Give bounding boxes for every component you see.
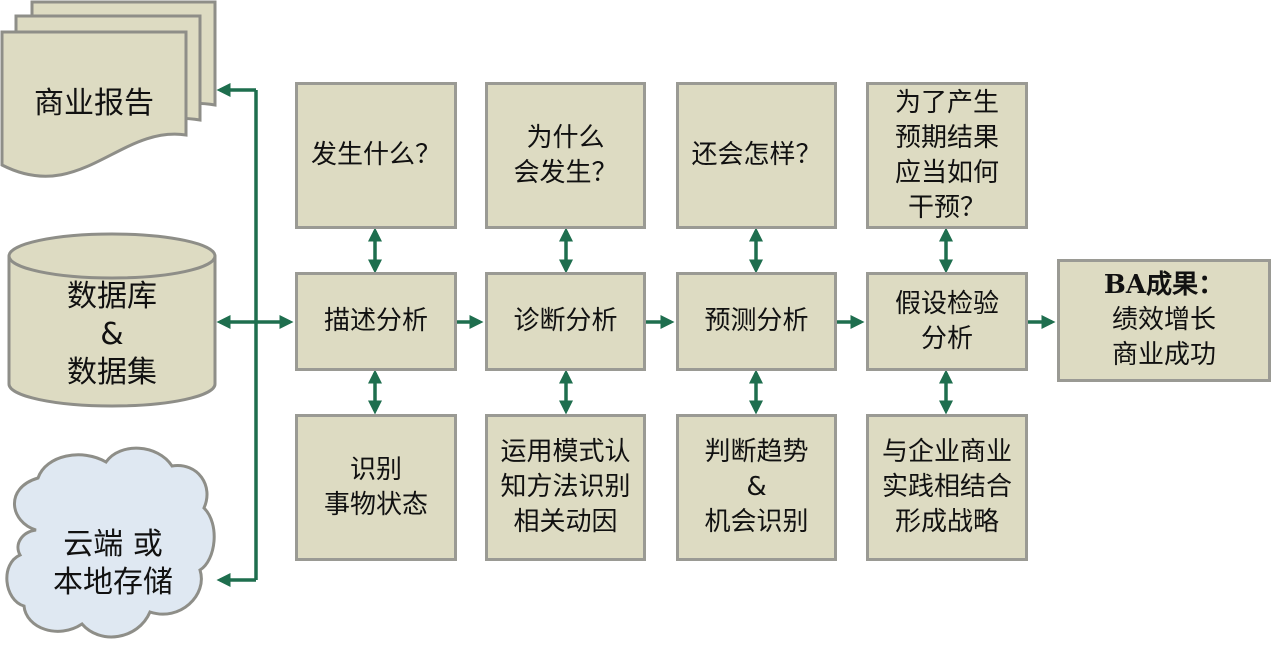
result-identify-drivers: 运用模式认 知方法识别 相关动因 (485, 414, 646, 561)
result-identify-state: 识别 事物状态 (295, 414, 457, 561)
ba-outcome-title: BA成果： (1103, 270, 1225, 300)
question-how-intervene: 为了产生 预期结果 应当如何 干预？ (866, 82, 1028, 229)
question-what-happened: 发生什么？ (295, 82, 457, 229)
question-what-next: 还会怎样？ (676, 82, 837, 229)
ba-outcome-lines: 绩效增长 商业成功 (1111, 305, 1216, 370)
diagnostic-analysis-box: 诊断分析 (485, 272, 646, 371)
business-report-label: 商业报告 (34, 86, 154, 121)
connectors (216, 83, 1056, 587)
database-label: 数据库 & 数据集 (67, 279, 157, 390)
question-why-happened: 为什么 会发生？ (485, 82, 646, 229)
cloud-storage-label: 云端 或 本地存储 (53, 527, 173, 600)
descriptive-analysis-box: 描述分析 (295, 272, 457, 371)
cloud-icon (5, 446, 216, 639)
result-trends-opportunities: 判断趋势 & 机会识别 (676, 414, 837, 561)
result-form-strategy: 与企业商业 实践相结合 形成战略 (866, 414, 1028, 561)
business-report-icon (0, 0, 217, 178)
ba-outcome-box: BA成果： 绩效增长 商业成功 (1057, 259, 1271, 382)
predictive-analysis-box: 预测分析 (676, 272, 837, 371)
database-icon (7, 232, 217, 408)
hypothesis-testing-box: 假设检验 分析 (866, 272, 1028, 371)
